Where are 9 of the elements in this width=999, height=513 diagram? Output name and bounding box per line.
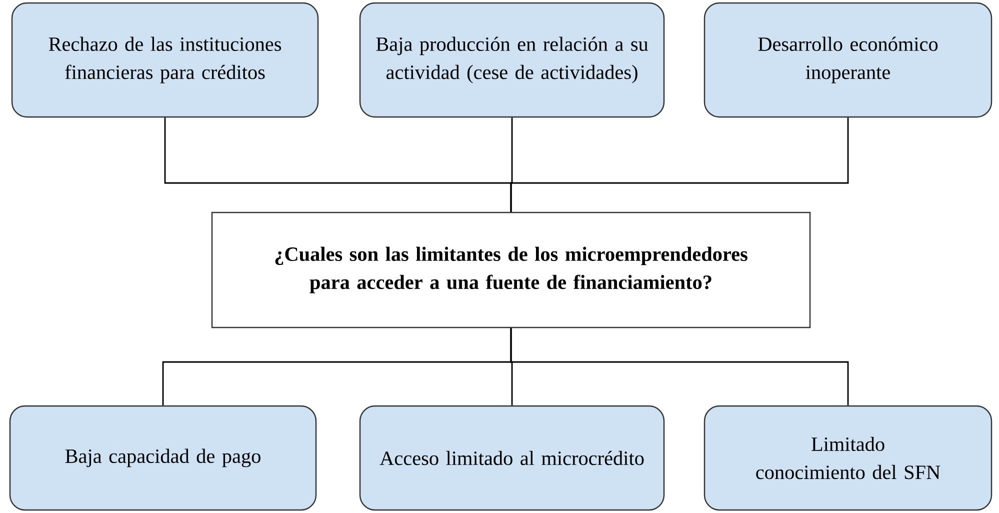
question-box: ¿Cuales son las limitantes de los microemprendedores para acceder a una fuente de financiamiento?	[211, 212, 811, 328]
effect-box: Acceso limitado al microcrédito	[359, 405, 665, 511]
connector-line	[510, 118, 849, 212]
cause-box: Rechazo de las instituciones financieras para créditos	[11, 2, 319, 118]
cause-box: Baja producción en relación a su actividad (cese de actividades)	[359, 2, 665, 118]
effect-box: Baja capacidad de pago	[9, 405, 317, 511]
connector-line	[510, 328, 849, 406]
effect-box: Limitado conocimiento del SFN	[704, 405, 992, 511]
cause-box: Desarrollo económico inoperante	[704, 2, 992, 118]
